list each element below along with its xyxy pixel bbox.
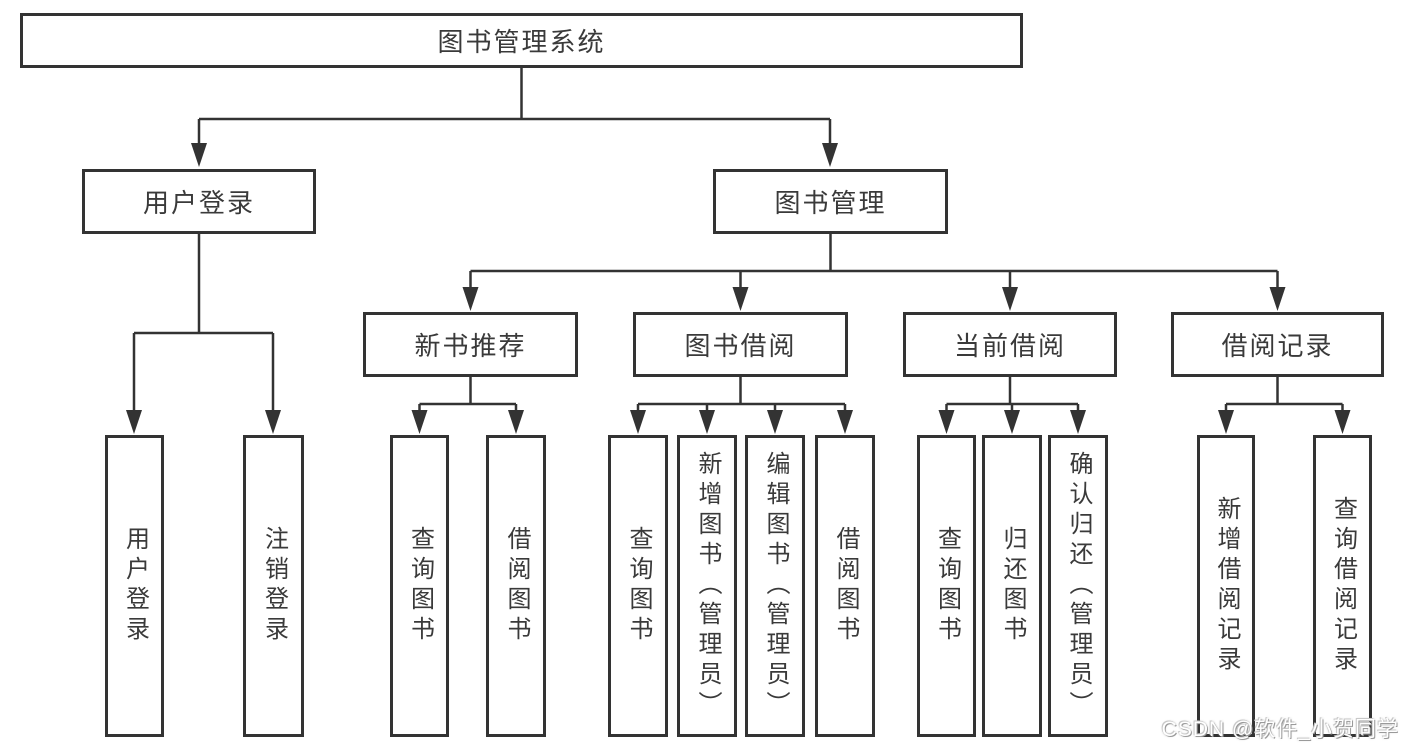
- leaf-borrow-book-borrowing-label: 借阅图书: [832, 526, 859, 646]
- leaf-logout-label: 注销登录: [260, 526, 288, 646]
- leaf-confirm-return-admin: 确认归还（管理员）: [1048, 435, 1108, 737]
- leaf-query-borrow-record-label: 查询借阅记录: [1329, 496, 1357, 676]
- node-root-label: 图书管理系统: [437, 27, 606, 57]
- leaf-add-book-admin-label: 新增图书（管理员）: [694, 451, 721, 721]
- node-borrowing-records-label: 借阅记录: [1221, 331, 1334, 361]
- node-user-login: 用户登录: [82, 169, 316, 234]
- node-root: 图书管理系统: [20, 13, 1023, 68]
- watermark: CSDN @软件_小贺同学: [1161, 718, 1399, 741]
- arrowheads: [126, 143, 1351, 434]
- leaf-query-book-current: 查询图书: [917, 435, 976, 737]
- connector-paths: [132, 68, 1344, 413]
- leaf-return-book: 归还图书: [982, 435, 1042, 737]
- leaf-confirm-return-admin-label: 确认归还（管理员）: [1065, 451, 1092, 721]
- node-book-management: 图书管理: [713, 169, 948, 234]
- node-new-book-recommend-label: 新书推荐: [414, 331, 527, 361]
- node-current-borrowing-label: 当前借阅: [953, 331, 1066, 361]
- leaf-return-book-label: 归还图书: [999, 526, 1026, 646]
- leaf-query-borrow-record: 查询借阅记录: [1313, 435, 1372, 737]
- leaf-edit-book-admin-label: 编辑图书（管理员）: [762, 451, 789, 721]
- leaf-query-book-recommend: 查询图书: [390, 435, 449, 737]
- leaf-add-borrow-record: 新增借阅记录: [1197, 435, 1255, 737]
- leaf-edit-book-admin: 编辑图书（管理员）: [745, 435, 805, 737]
- node-user-login-label: 用户登录: [142, 188, 255, 218]
- leaf-add-borrow-record-label: 新增借阅记录: [1213, 496, 1240, 676]
- leaf-query-book-borrowing-label: 查询图书: [625, 526, 652, 646]
- leaf-borrow-book-recommend: 借阅图书: [486, 435, 546, 737]
- leaf-query-book-recommend-label: 查询图书: [406, 526, 434, 646]
- leaf-add-book-admin: 新增图书（管理员）: [677, 435, 737, 737]
- node-book-borrowing: 图书借阅: [633, 312, 848, 377]
- leaf-user-login-label: 用户登录: [121, 526, 149, 646]
- leaf-user-login: 用户登录: [105, 435, 164, 737]
- node-book-borrowing-label: 图书借阅: [684, 331, 797, 361]
- leaf-borrow-book-borrowing: 借阅图书: [815, 435, 875, 737]
- leaf-query-book-current-label: 查询图书: [933, 526, 961, 646]
- leaf-query-book-borrowing: 查询图书: [608, 435, 668, 737]
- node-book-management-label: 图书管理: [774, 188, 887, 218]
- leaf-logout: 注销登录: [243, 435, 304, 737]
- node-current-borrowing: 当前借阅: [903, 312, 1117, 377]
- leaf-borrow-book-recommend-label: 借阅图书: [503, 526, 530, 646]
- node-borrowing-records: 借阅记录: [1171, 312, 1384, 377]
- node-new-book-recommend: 新书推荐: [363, 312, 578, 377]
